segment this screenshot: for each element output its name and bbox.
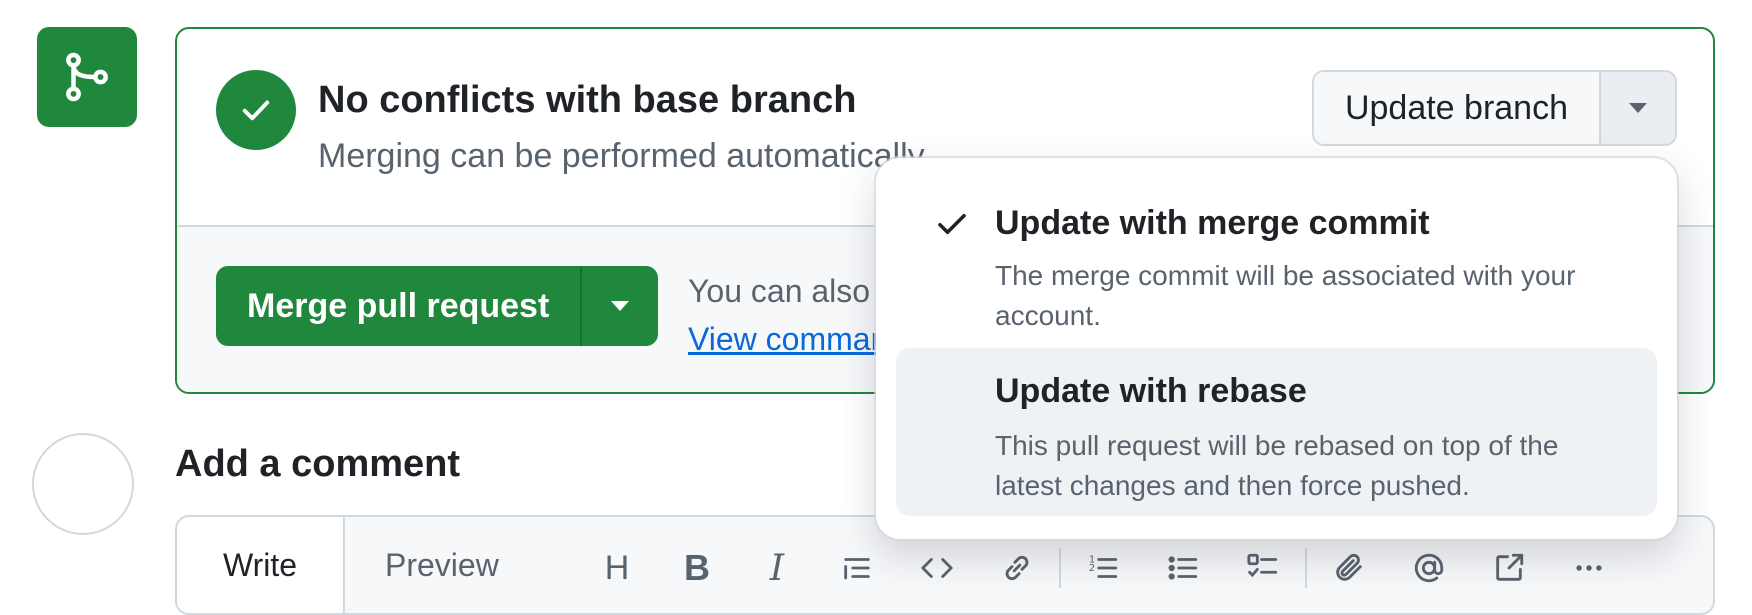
kebab-horizontal-icon bbox=[1576, 565, 1602, 571]
add-comment-heading: Add a comment bbox=[175, 443, 461, 485]
markdown-toolbar: H B I 1 2 bbox=[577, 545, 1629, 591]
git-merge-icon bbox=[37, 27, 137, 127]
triangle-down-icon bbox=[1629, 103, 1647, 113]
check-circle-icon bbox=[216, 70, 296, 150]
update-branch-menu-toggle[interactable] bbox=[1601, 72, 1675, 144]
tab-preview[interactable]: Preview bbox=[385, 547, 499, 583]
triangle-down-icon bbox=[611, 301, 630, 311]
update-branch-button[interactable]: Update branch bbox=[1313, 72, 1601, 144]
menu-item-description: The merge commit will be associated with… bbox=[995, 260, 1576, 331]
unordered-list-button[interactable] bbox=[1143, 545, 1223, 591]
svg-text:2: 2 bbox=[1089, 563, 1095, 574]
unordered-list-icon bbox=[1168, 556, 1198, 580]
heading-icon: H bbox=[604, 548, 630, 587]
update-branch-split-button: Update branch bbox=[1311, 70, 1677, 146]
bold-icon: B bbox=[684, 547, 710, 588]
merge-pull-request-button[interactable]: Merge pull request bbox=[216, 266, 583, 346]
merge-status: No conflicts with base branch Merging ca… bbox=[177, 29, 1713, 225]
menu-item-description: This pull request will be rebased on top… bbox=[995, 430, 1559, 501]
link-icon bbox=[1005, 555, 1029, 581]
link-button[interactable] bbox=[977, 545, 1057, 591]
task-list-button[interactable] bbox=[1223, 545, 1303, 591]
merge-method-toggle[interactable] bbox=[582, 266, 658, 346]
menu-item-title: Update with merge commit bbox=[995, 204, 1430, 242]
toolbar-divider bbox=[1305, 548, 1307, 588]
merge-status-title: No conflicts with base branch bbox=[318, 79, 857, 121]
merge-status-subtitle: Merging can be performed automatically. bbox=[318, 137, 932, 175]
paperclip-icon bbox=[1336, 553, 1362, 581]
italic-icon: I bbox=[769, 547, 785, 589]
menu-item-title: Update with rebase bbox=[995, 372, 1307, 410]
check-icon bbox=[938, 213, 966, 235]
mention-button[interactable] bbox=[1389, 545, 1469, 591]
quote-button[interactable] bbox=[817, 545, 897, 591]
merge-split-button: Merge pull request bbox=[216, 266, 659, 346]
tab-write[interactable]: Write bbox=[177, 517, 345, 613]
toolbar-divider bbox=[1059, 548, 1061, 588]
attach-button[interactable] bbox=[1309, 545, 1389, 591]
code-icon bbox=[921, 558, 953, 578]
heading-button[interactable]: H bbox=[577, 545, 657, 591]
ordered-list-icon: 1 2 bbox=[1089, 554, 1118, 578]
bold-button[interactable]: B bbox=[657, 545, 737, 591]
more-options-button[interactable] bbox=[1549, 545, 1629, 591]
avatar bbox=[32, 433, 134, 535]
menu-item-update-with-merge-commit[interactable]: Update with merge commit The merge commi… bbox=[896, 172, 1657, 331]
update-branch-menu: Update with merge commit The merge commi… bbox=[876, 158, 1677, 539]
code-button[interactable] bbox=[897, 545, 977, 591]
reference-button[interactable] bbox=[1469, 545, 1549, 591]
menu-item-update-with-rebase[interactable]: Update with rebase This pull request wil… bbox=[896, 348, 1657, 516]
cross-reference-icon bbox=[1496, 553, 1524, 581]
ordered-list-button[interactable]: 1 2 bbox=[1063, 545, 1143, 591]
quote-icon bbox=[844, 558, 870, 580]
svg-text:1: 1 bbox=[1089, 554, 1095, 565]
italic-button[interactable]: I bbox=[737, 545, 817, 591]
mention-icon bbox=[1414, 553, 1444, 583]
task-list-icon bbox=[1247, 553, 1278, 578]
